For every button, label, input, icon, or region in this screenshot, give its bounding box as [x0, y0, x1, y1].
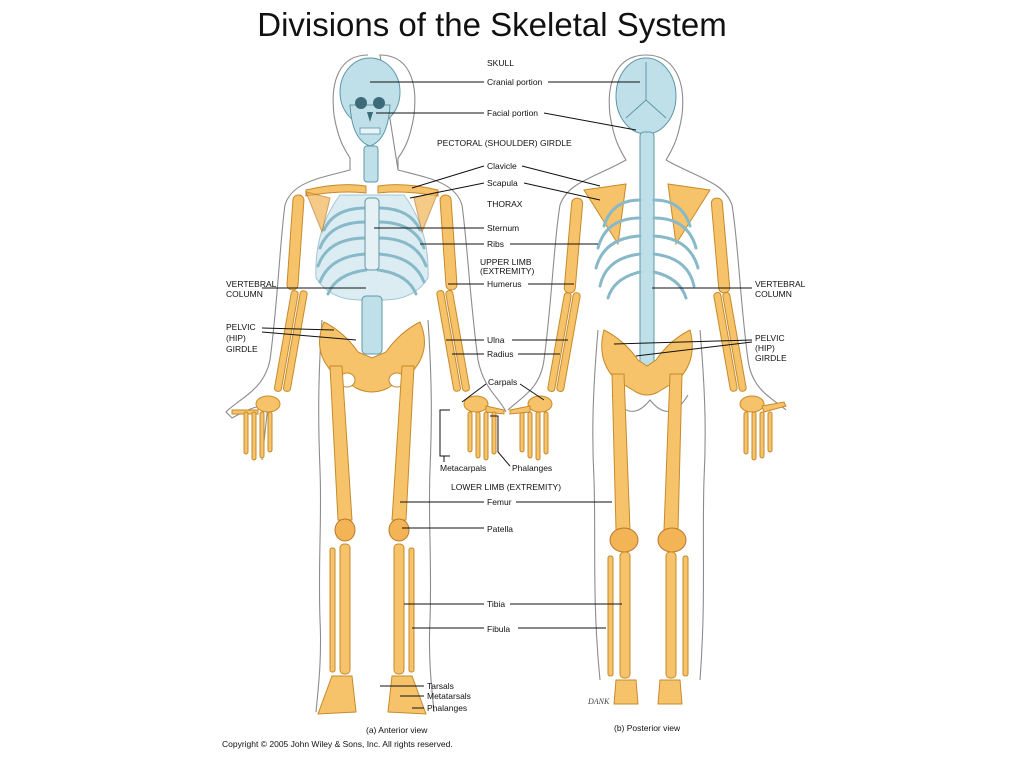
caption-anterior-view: (a) Anterior view [366, 725, 428, 735]
anterior-scapula-left [305, 191, 331, 234]
caption-posterior-view: (b) Posterior view [614, 723, 681, 733]
posterior-foot-left [613, 679, 639, 705]
label-phalanges-foot: Phalanges [427, 703, 467, 713]
posterior-femur-right [663, 373, 683, 531]
label-pectoral-girdle: PECTORAL (SHOULDER) GIRDLE [437, 138, 572, 148]
anterior-eye-socket-left [355, 97, 367, 109]
posterior-fibula-right [682, 555, 689, 677]
label-clavicle: Clavicle [487, 161, 517, 171]
anterior-fibula-left [329, 547, 336, 673]
anterior-teeth [359, 127, 381, 135]
anterior-tibia-left [339, 543, 351, 675]
anterior-hand-left [231, 395, 281, 461]
anterior-tibia-right [393, 543, 405, 675]
posterior-hand-right [739, 395, 787, 461]
posterior-ulna-right [722, 292, 747, 392]
posterior-hand-left [509, 395, 553, 461]
posterior-tibia-left [619, 551, 631, 679]
label-pelvic-girdle-right: PELVIC [755, 333, 785, 343]
leader-lines [261, 81, 753, 709]
posterior-ribs [594, 198, 700, 300]
posterior-femur-left [611, 373, 631, 531]
label-vertebral-column-right-2: COLUMN [755, 289, 792, 299]
anterior-skeleton [225, 54, 507, 715]
posterior-scapula-right [667, 183, 711, 246]
anterior-patella-left [334, 518, 356, 542]
posterior-knee-left [609, 527, 639, 553]
anterior-femur-left [329, 365, 353, 521]
slide-title: Divisions of the Skeletal System [257, 6, 727, 43]
label-pelvic-girdle-left-3: GIRDLE [226, 344, 258, 354]
anterior-nasal [367, 112, 373, 122]
label-ribs: Ribs [487, 239, 504, 249]
label-upper-limb-extremity: (EXTREMITY) [480, 266, 534, 276]
label-vertebral-column-left: VERTEBRAL [226, 279, 277, 289]
label-metatarsals: Metatarsals [427, 691, 471, 701]
label-scapula: Scapula [487, 178, 518, 188]
artist-signature: DANK [587, 697, 610, 706]
label-facial-portion: Facial portion [487, 108, 538, 118]
posterior-body-outline [507, 54, 787, 681]
posterior-fibula-left [607, 555, 614, 677]
label-vertebral-column-left-2: COLUMN [226, 289, 263, 299]
anterior-sternum [364, 197, 380, 271]
anterior-humerus-left [286, 194, 305, 291]
posterior-humerus-left [563, 197, 584, 294]
label-ulna: Ulna [487, 335, 505, 345]
posterior-radius-left [547, 292, 572, 392]
anterior-clavicle-right [377, 184, 439, 197]
label-humerus: Humerus [487, 279, 521, 289]
label-vertebral-column-right: VERTEBRAL [755, 279, 806, 289]
label-carpals: Carpals [488, 377, 517, 387]
label-pelvic-girdle-right-3: GIRDLE [755, 353, 787, 363]
posterior-tibia-right [665, 551, 677, 679]
posterior-humerus-right [710, 197, 731, 294]
label-upper-limb: UPPER LIMB [480, 257, 532, 267]
posterior-radius-right [713, 292, 738, 392]
anterior-eye-socket-right [373, 97, 385, 109]
anterior-humerus-right [439, 194, 458, 291]
anterior-femur-right [391, 365, 415, 521]
label-pelvic-girdle-right-2: (HIP) [755, 343, 775, 353]
anterior-lumbar-spine [361, 295, 383, 355]
posterior-spine [639, 131, 655, 373]
label-cranial-portion: Cranial portion [487, 77, 543, 87]
posterior-skeleton [507, 54, 787, 705]
label-skull: SKULL [487, 58, 514, 68]
label-thorax: THORAX [487, 199, 523, 209]
anterior-face [349, 104, 391, 147]
posterior-knee-right [657, 527, 687, 553]
posterior-ulna-left [556, 292, 581, 392]
anterior-patella-right [388, 518, 410, 542]
labels: SKULL Cranial portion Facial portion PEC… [222, 58, 806, 749]
anterior-fibula-right [408, 547, 415, 673]
posterior-foot-right [657, 679, 683, 705]
anterior-ribs [316, 206, 428, 296]
anterior-hand-right [463, 395, 505, 461]
anterior-ulna-left [273, 290, 299, 392]
label-lower-limb: LOWER LIMB (EXTREMITY) [451, 482, 561, 492]
anterior-radius-left [282, 290, 308, 392]
anterior-body-outline [225, 54, 507, 713]
label-radius: Radius [487, 349, 513, 359]
label-fibula: Fibula [487, 624, 510, 634]
label-tibia: Tibia [487, 599, 505, 609]
label-tarsals: Tarsals [427, 681, 454, 691]
label-sternum: Sternum [487, 223, 519, 233]
label-femur: Femur [487, 497, 512, 507]
label-pelvic-girdle-left-2: (HIP) [226, 333, 246, 343]
anterior-foot-left [317, 675, 357, 715]
anterior-cervical-spine [363, 145, 379, 183]
posterior-skull-sutures [625, 62, 667, 119]
label-phalanges-hand: Phalanges [512, 463, 552, 473]
copyright-notice: Copyright © 2005 John Wiley & Sons, Inc.… [222, 739, 453, 749]
label-pelvic-girdle-left: PELVIC [226, 322, 256, 332]
label-patella: Patella [487, 524, 513, 534]
label-metacarpals: Metacarpals [440, 463, 486, 473]
anterior-clavicle-left [305, 184, 367, 197]
